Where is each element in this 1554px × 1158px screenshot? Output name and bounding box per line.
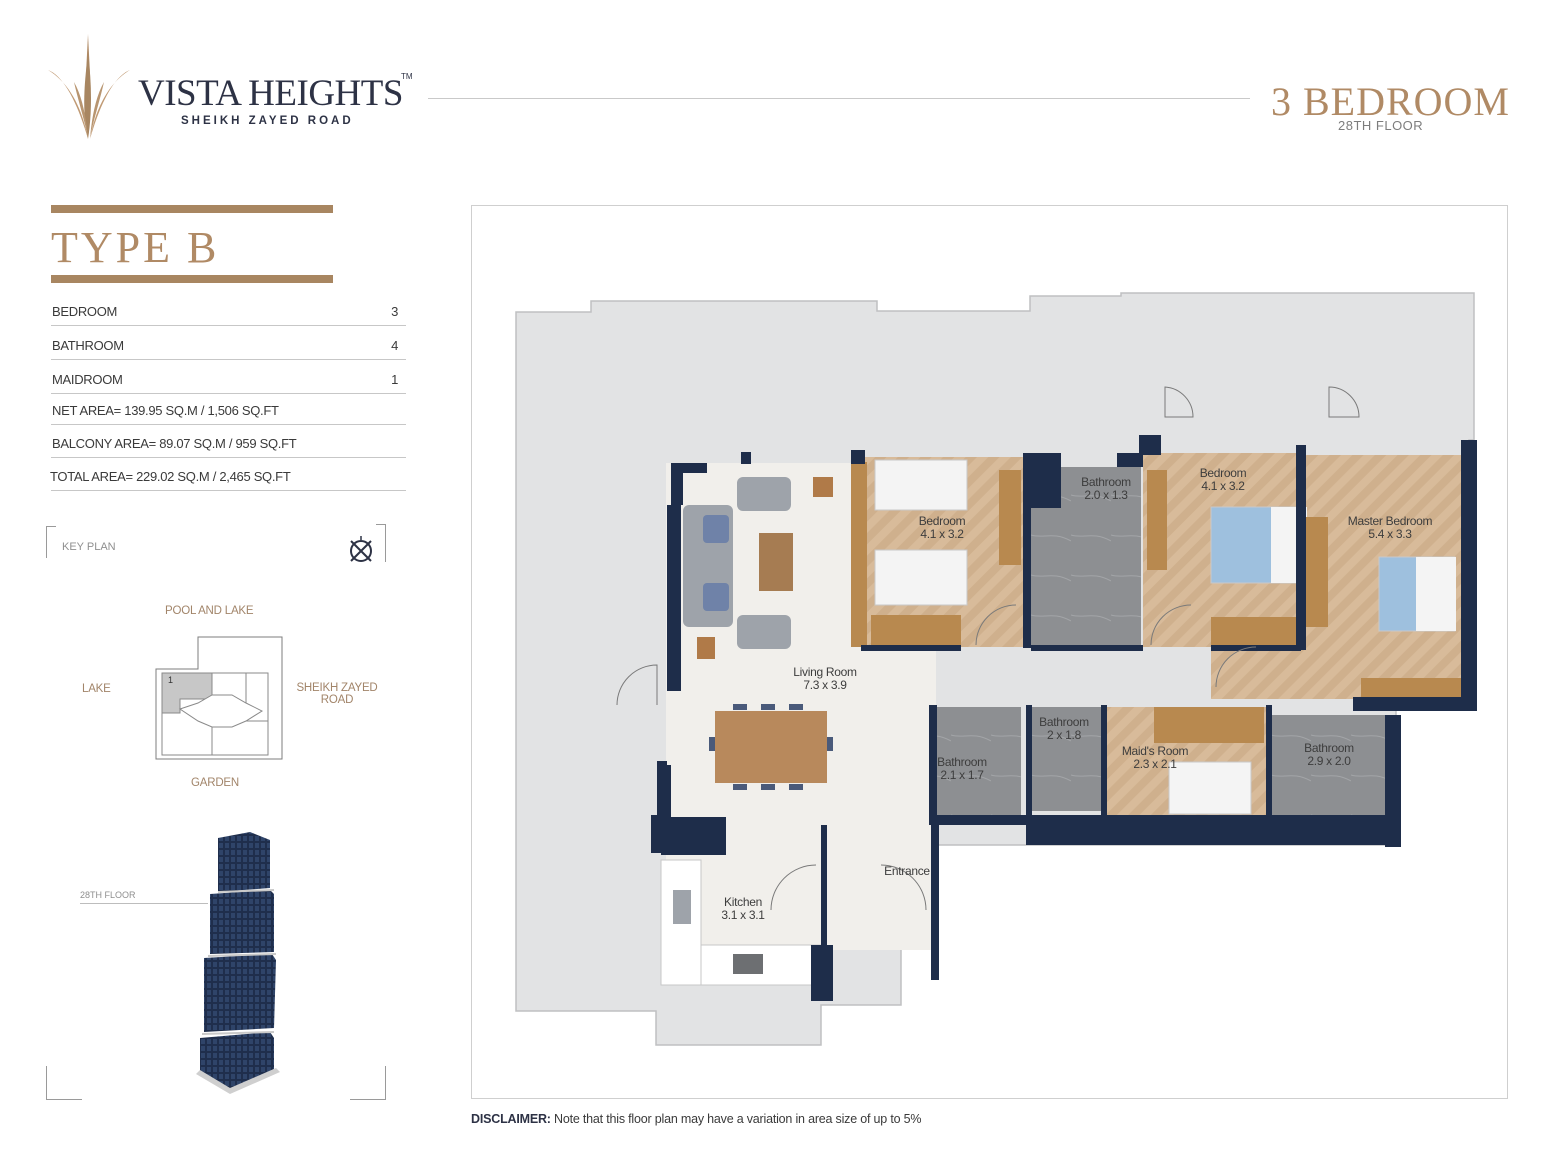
type-bar-top (51, 205, 333, 213)
room-size: 2.0 x 1.3 (1084, 488, 1128, 502)
keyplan-corner (376, 524, 386, 562)
compass-icon (350, 536, 372, 562)
spec-row-bathroom: BATHROOM 4 (51, 330, 406, 360)
spec-label: BALCONY AREA= 89.07 SQ.M / 959 SQ.FT (52, 436, 297, 451)
spec-label: NET AREA= 139.95 SQ.M / 1,506 SQ.FT (52, 403, 279, 418)
room-name: Bathroom (1304, 741, 1354, 755)
tower-illustration (196, 832, 280, 1094)
keyplan-east-line2: ROAD (320, 694, 354, 706)
spec-label: BATHROOM (52, 338, 124, 353)
coffee-table (759, 533, 793, 591)
room-label-bathroom-4: Bathroom 2.9 x 2.0 (1304, 742, 1354, 768)
brand-name: VISTA HEIGHTS (138, 73, 403, 114)
room-label-living-room: Living Room 7.3 x 3.9 (793, 665, 857, 692)
room-name: Living Room (793, 665, 857, 679)
spec-row-balcony-area: BALCONY AREA= 89.07 SQ.M / 959 SQ.FT (51, 428, 406, 458)
unit-title: 3 BEDROOM (1270, 79, 1510, 124)
room-size: 2.1 x 1.7 (940, 768, 984, 782)
room-size: 2.9 x 2.0 (1307, 754, 1351, 768)
keyplan-unit-marker: 1 (168, 675, 173, 685)
keyplan-corner (350, 1066, 386, 1100)
spec-label: TOTAL AREA= 229.02 SQ.M / 2,465 SQ.FT (50, 469, 291, 484)
room-name: Entrance (884, 864, 930, 878)
room-name: Maid's Room (1121, 744, 1189, 758)
dining-table (715, 711, 827, 783)
room-label-entrance: Entrance (884, 865, 930, 878)
brand-location: SHEIKH ZAYED ROAD (181, 115, 354, 127)
room-size: 7.3 x 3.9 (803, 678, 847, 692)
bathroom-4-floor (1271, 715, 1386, 815)
header-divider (428, 98, 1250, 99)
room-name: Master Bedroom (1347, 514, 1433, 528)
spec-row-net-area: NET AREA= 139.95 SQ.M / 1,506 SQ.FT (51, 395, 406, 425)
key-plan-diagram: 1 (155, 636, 283, 760)
type-bar-bottom (51, 275, 333, 283)
tower-floor-label: 28TH FLOOR (80, 890, 136, 900)
vista-heights-logo-icon (48, 34, 130, 139)
keyplan-east-label: SHEIKH ZAYED ROAD (292, 682, 382, 706)
bathroom-2-floor (1026, 707, 1104, 811)
room-label-master-bedroom: Master Bedroom 5.4 x 3.3 (1348, 515, 1433, 541)
room-name: Bedroom (918, 514, 966, 528)
room-label-maids-room: Maid's Room 2.3 x 2.1 (1121, 744, 1189, 771)
armchair (737, 477, 791, 511)
spec-value: 4 (391, 338, 398, 353)
room-label-bedroom-2: Bedroom 4.1 x 3.2 (919, 515, 966, 541)
room-name: Bathroom (937, 755, 987, 769)
room-size: 4.1 x 3.2 (1201, 479, 1245, 493)
spec-value: 3 (391, 304, 398, 319)
room-name: Kitchen (724, 895, 762, 909)
room-size: 2 x 1.8 (1047, 728, 1081, 742)
spec-row-total-area: TOTAL AREA= 229.02 SQ.M / 2,465 SQ.FT (50, 461, 406, 491)
room-label-bathroom-2: Bathroom 2 x 1.8 (1039, 716, 1089, 742)
armchair (737, 615, 791, 649)
spec-label: BEDROOM (52, 304, 118, 319)
beds (874, 459, 1456, 815)
keyplan-east-line1: SHEIKH ZAYED (296, 682, 378, 694)
room-label-bathroom-3: Bathroom 2.1 x 1.7 (937, 756, 987, 782)
keyplan-west-label: LAKE (82, 683, 111, 695)
trademark: TM (401, 72, 413, 81)
spec-label: MAIDROOM (52, 372, 123, 387)
room-size: 2.3 x 2.1 (1133, 757, 1177, 771)
room-size: 4.1 x 3.2 (920, 527, 964, 541)
room-size: 5.4 x 3.3 (1368, 527, 1412, 541)
room-label-kitchen: Kitchen 3.1 x 3.1 (721, 895, 765, 922)
keyplan-corner (46, 1066, 82, 1100)
spec-row-maidroom: MAIDROOM 1 (51, 364, 406, 394)
type-title: TYPE B (51, 223, 220, 272)
keyplan-north-label: POOL AND LAKE (165, 605, 254, 617)
floor-plan-frame (471, 205, 1508, 1099)
room-name: Bathroom (1081, 475, 1131, 489)
room-name: Bathroom (1039, 715, 1089, 729)
keyplan-south-label: GARDEN (191, 777, 240, 789)
unit-floor: 28TH FLOOR (1338, 118, 1424, 133)
tower-floor-pointer (80, 903, 208, 904)
hall-wood-floor (1211, 647, 1361, 699)
disclaimer: DISCLAIMER: Note that this floor plan ma… (471, 1112, 921, 1126)
room-label-bathroom-1: Bathroom 2.0 x 1.3 (1081, 476, 1131, 502)
key-plan-title: KEY PLAN (62, 541, 116, 553)
disclaimer-text: Note that this floor plan may have a var… (554, 1112, 922, 1126)
room-name: Bedroom (1199, 466, 1247, 480)
keyplan-corner (46, 526, 56, 558)
disclaimer-label: DISCLAIMER: (471, 1112, 551, 1126)
floor-plan-drawing (515, 292, 1477, 1046)
room-label-bedroom-3: Bedroom 4.1 x 3.2 (1200, 467, 1247, 493)
master-bedroom-floor (1211, 455, 1469, 700)
room-size: 3.1 x 3.1 (721, 908, 765, 922)
bathroom-3-floor (933, 707, 1021, 815)
walls (651, 435, 1477, 1001)
spec-row-bedroom: BEDROOM 3 (51, 296, 406, 326)
spec-value: 1 (391, 372, 398, 387)
